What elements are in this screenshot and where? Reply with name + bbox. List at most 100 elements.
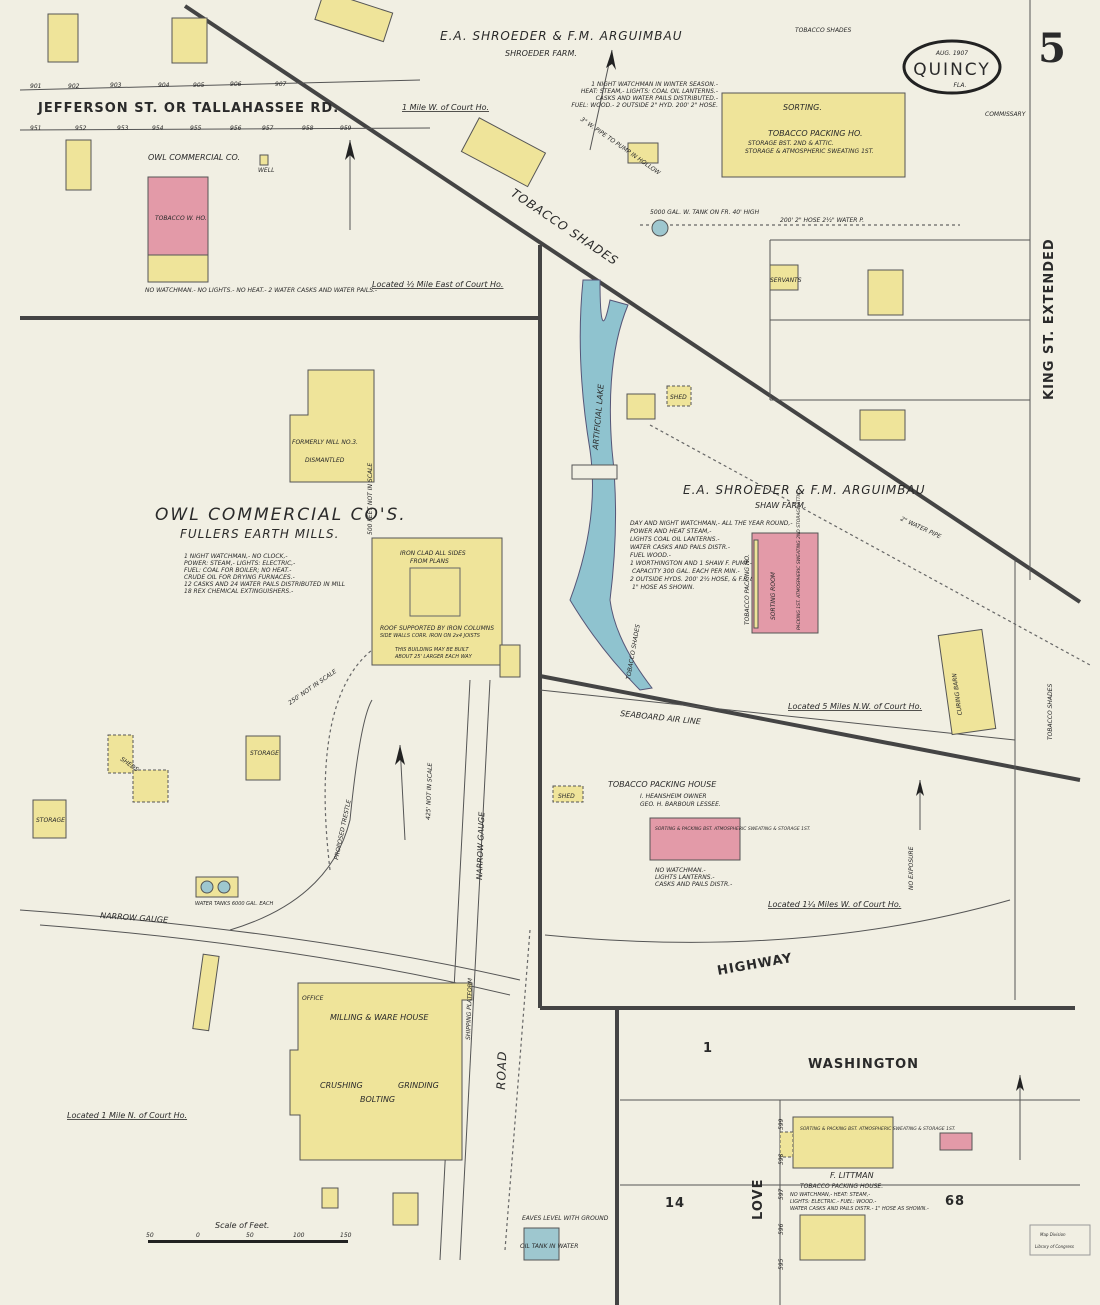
storage-d-label: STORAGE [250, 750, 279, 757]
king-street-label: KING ST. EXTENDED [1042, 238, 1057, 400]
note-line: NO WATCHMAN,- HEAT: STEAM,- [790, 1192, 870, 1198]
iron-clad-label: IRON CLAD ALL SIDES [400, 550, 466, 557]
drying-furnaces [409, 567, 461, 617]
note-line: FUEL: COAL FOR BOILER; NO HEAT.- [184, 567, 291, 574]
love-street-label: LOVE [751, 1179, 766, 1220]
lake-bridge [571, 464, 618, 480]
scale-tick: 150 [340, 1232, 352, 1239]
shroeder-farm-notes: 1 NIGHT WATCHMAN IN WINTER SEASON.- HEAT… [571, 81, 718, 109]
shroeder-farm-title: E.A. SHROEDER & F.M. ARGUIMBAU [440, 29, 683, 43]
shaw-farm-notes: DAY AND NIGHT WATCHMAN,- ALL THE YEAR RO… [630, 520, 793, 591]
town-name: QUINCY [913, 60, 991, 80]
owl-warehouse-notes: NO WATCHMAN.- NO LIGHTS.- NO HEAT.- 2 WA… [145, 287, 377, 294]
tobacco-shades-top-label: TOBACCO SHADES [795, 27, 851, 34]
house-numbers-top: 901 902 903 904 905 906 907 [30, 81, 287, 90]
note-line: POWER: STEAM,- LIGHTS: ELECTRIC,- [184, 560, 295, 567]
block-number: 14 [665, 1196, 685, 1211]
roof-label: ROOF SUPPORTED BY IRON COLUMNS [380, 625, 494, 632]
shed [552, 785, 584, 803]
scale-tick: 50 [146, 1232, 154, 1239]
house-number: 954 [152, 125, 164, 132]
not-in-scale-label: 500 FEET NOT IN SCALE [367, 463, 374, 535]
house-number: 952 [75, 125, 87, 132]
dismantled-label: DISMANTLED [305, 457, 345, 464]
house-number: 905 [193, 82, 205, 89]
house-number: 951 [30, 125, 41, 132]
crushing-label: CRUSHING [320, 1081, 363, 1090]
shroeder-outbuilding [460, 117, 547, 188]
dwelling [867, 269, 904, 316]
packing-house-line1: STORAGE BST. 2ND & ATTIC. [748, 140, 834, 147]
shaw-farm-title: E.A. SHROEDER & F.M. ARGUIMBAU [683, 483, 926, 497]
map-date: AUG. 1907 [935, 50, 968, 57]
pump-house [627, 142, 659, 164]
platform-shed [192, 953, 220, 1032]
note-line: CASKS AND PAILS DISTR.- [655, 881, 732, 888]
note-line: FUEL: WOOD.- 2 OUTSIDE 2" HYD. 200' 2" H… [571, 102, 718, 109]
note-line: WATER CASKS AND PAILS DISTR.- [630, 544, 730, 551]
library-stamp: Map Division Library of Congress [1029, 1224, 1091, 1256]
littman-title: TOBACCO PACKING HOUSE. [800, 1183, 883, 1190]
scale-of-feet: Scale of Feet. 50 0 50 100 150 [146, 1221, 352, 1243]
shroeder-farm-distance: 1 Mile W. of Court Ho. [402, 103, 489, 112]
owl-mills-distance: Located 1 Mile N. of Court Ho. [67, 1111, 187, 1120]
note-line: 2 OUTSIDE HYDS. 200' 2½ HOSE, & F.P. & [630, 576, 755, 583]
house-number: 599 [778, 1118, 785, 1130]
block-number: 68 [945, 1194, 965, 1209]
oil-tank-label: OIL TANK IN WATER [520, 1243, 578, 1250]
frame-wall [753, 539, 759, 629]
house-number: 955 [190, 125, 202, 132]
note-line: 12 CASKS AND 24 WATER PAILS DISTRIBUTED … [184, 581, 345, 588]
scale-label: Scale of Feet. [215, 1221, 269, 1230]
shroeder-tobacco-packing-house [721, 92, 906, 178]
heansheim-building-label: SORTING & PACKING BST. ATMOSPHERIC SWEAT… [655, 826, 811, 832]
house-number: 901 [30, 83, 41, 90]
shaw-building-label: TOBACCO PACKING HO. [744, 554, 751, 625]
house-number: 902 [68, 83, 80, 90]
brick-outbuilding [939, 1132, 973, 1151]
former-mill-label: FORMERLY MILL NO.3. [292, 439, 358, 446]
house-number: 906 [230, 81, 242, 88]
dwelling [65, 139, 92, 191]
note-line: 1" HOSE AS SHOWN. [632, 584, 695, 591]
house-number: 595 [778, 1258, 785, 1270]
office-label: OFFICE [302, 995, 324, 1002]
water-tank [200, 880, 214, 894]
side-walls-label: SIDE WALLS CORR. IRON ON 2x4 JOISTS [380, 633, 481, 639]
shed-label: SHED [670, 394, 687, 401]
block-number: 1 [703, 1041, 713, 1056]
house-number: 904 [158, 82, 170, 89]
note-line: CASKS AND WATER PAILS DISTRIBUTED.- [596, 95, 718, 102]
dwelling [799, 1214, 866, 1261]
servants-house [769, 264, 799, 291]
scale-tick: 50 [246, 1232, 254, 1239]
state-name: FLA. [954, 82, 967, 89]
note-line: CAPACITY 300 GAL. EACH PER MIN.- [632, 568, 740, 575]
bolting-label: BOLTING [360, 1095, 395, 1104]
artificial-lake [569, 279, 653, 691]
littman-building-label: SORTING & PACKING BST. ATMOSPHERIC SWEAT… [800, 1126, 956, 1132]
title-cartouche: AUG. 1907 QUINCY FLA. 5 [902, 25, 1066, 95]
curing-barn-top [314, 0, 394, 43]
well [259, 154, 269, 166]
shaw-farm-distance: Located 5 Miles N.W. of Court Ho. [788, 702, 922, 711]
owl-mills-notes: 1 NIGHT WATCHMAN,- NO CLOCK,- POWER: STE… [184, 553, 345, 595]
sorting-room-label: SORTING ROOM [770, 571, 777, 620]
note-line: LIGHTS LANTERNS.- [655, 874, 715, 881]
tobacco-shades-right-label: TOBACCO SHADES [1047, 684, 1054, 740]
dwelling [859, 409, 906, 441]
north-arrow-icon [345, 140, 355, 230]
small-building [392, 1192, 419, 1226]
well-label: WELL [258, 167, 274, 174]
note-line: LIGHTS: ELECTRIC.- FUEL: WOOD.- [790, 1199, 876, 1205]
note-line: 1 NIGHT WATCHMAN IN WINTER SEASON.- [591, 81, 718, 88]
littman-owner: F. LITTMAN [830, 1171, 874, 1180]
scale-tick: 100 [293, 1232, 305, 1239]
shed [107, 734, 134, 774]
owl-warehouse-annex [147, 254, 209, 283]
packing-house-line2: STORAGE & ATMOSPHERIC SWEATING 1ST. [745, 148, 874, 155]
storage-building-d [245, 735, 281, 781]
house-number: 597 [778, 1188, 785, 1200]
oil-tank [523, 1227, 560, 1261]
tanks-label: WATER TANKS 6000 GAL. EACH [195, 901, 273, 907]
